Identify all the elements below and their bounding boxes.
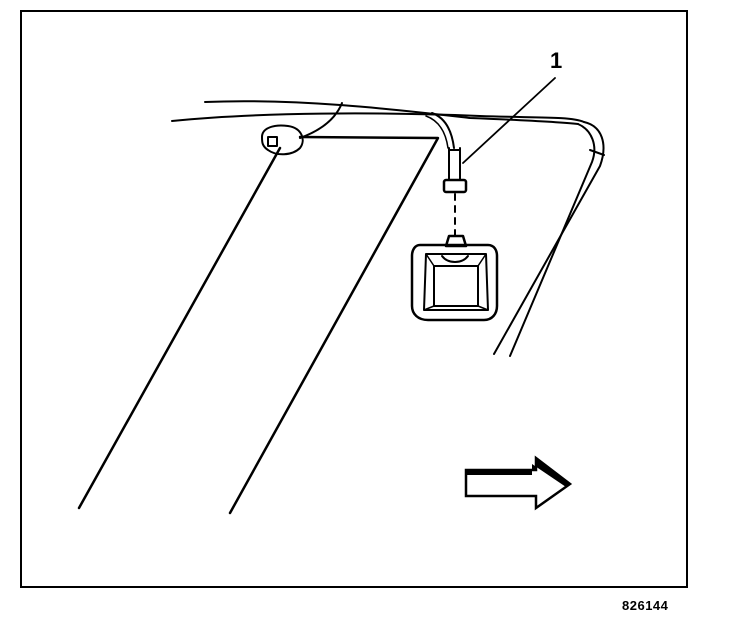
harness-clip-hole	[267, 136, 278, 147]
callout-leader-line	[462, 77, 556, 164]
pillar-bend	[589, 149, 605, 156]
socket-stem	[448, 147, 461, 181]
rear-pillar-outer	[509, 123, 596, 357]
roof-edge-line	[204, 100, 579, 125]
wire-harness	[299, 102, 343, 139]
rear-pillar-inner	[493, 121, 605, 355]
bulb-socket	[442, 178, 468, 194]
door-opening-left-edge	[77, 146, 282, 510]
lamp-housing	[410, 243, 499, 322]
figure-id-label: 826144	[622, 598, 669, 613]
wire-harness-lead	[431, 112, 455, 149]
diagram-frame	[20, 10, 688, 588]
lamp-lens-corners	[423, 253, 489, 311]
right-arrow-icon	[464, 455, 573, 511]
door-opening-frame	[228, 135, 440, 515]
wire-harness-lead-inner	[425, 115, 449, 149]
harness-clip	[261, 124, 304, 156]
lamp-lens	[433, 265, 479, 307]
callout-number-label: 1	[550, 48, 563, 73]
lamp-top-bulb-seat	[441, 255, 469, 263]
